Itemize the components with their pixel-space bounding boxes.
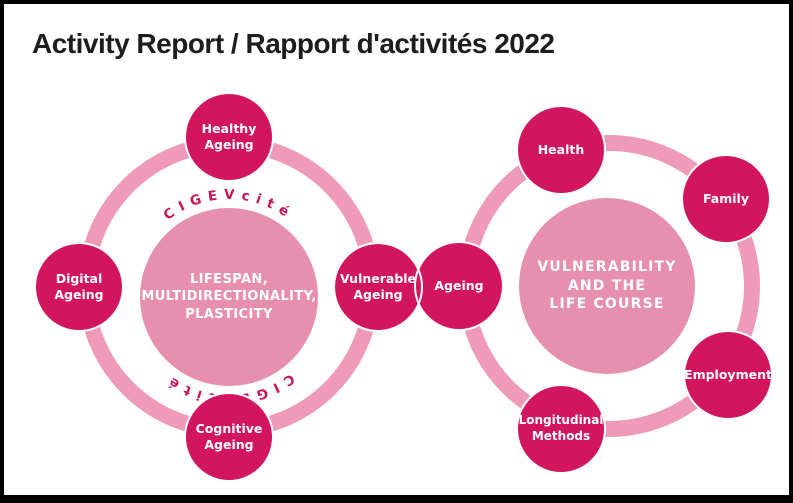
- node-family: Family: [681, 154, 771, 244]
- node-longitudinal-methods-label: Longitudinal Methods: [518, 413, 604, 443]
- node-healthy-ageing-label: Healthy Ageing: [201, 120, 257, 152]
- lifespan-center-label: LIFESPAN, MULTIDIRECTIONALITY, PLASTICIT…: [141, 271, 317, 322]
- node-health-label: Health: [537, 141, 585, 157]
- node-digital-ageing-label: Digital Ageing: [54, 270, 104, 302]
- vulnerability-center-circle: VULNERABILITY AND THE LIFE COURSE: [519, 198, 695, 374]
- node-ageing-label: Ageing: [434, 277, 484, 293]
- node-vulnerable-ageing-label: Vulnerable Ageing: [339, 270, 417, 302]
- node-health: Health: [516, 105, 606, 195]
- lifespan-center-circle: LIFESPAN, MULTIDIRECTIONALITY, PLASTICIT…: [140, 208, 318, 386]
- node-longitudinal-methods: Longitudinal Methods: [516, 384, 606, 474]
- node-digital-ageing: Digital Ageing: [34, 242, 124, 332]
- node-family-label: Family: [703, 190, 749, 206]
- node-cognitive-ageing-label: Cognitive Ageing: [195, 420, 263, 452]
- node-employment-label: Employment: [684, 366, 772, 382]
- node-vulnerable-ageing: Vulnerable Ageing: [333, 242, 423, 332]
- node-ageing: Ageing: [414, 241, 504, 331]
- page-title: Activity Report / Rapport d'activités 20…: [32, 28, 555, 59]
- node-employment: Employment: [683, 330, 773, 420]
- node-healthy-ageing: Healthy Ageing: [184, 92, 274, 182]
- node-cognitive-ageing: Cognitive Ageing: [184, 392, 274, 482]
- vulnerability-center-label: VULNERABILITY AND THE LIFE COURSE: [537, 258, 677, 313]
